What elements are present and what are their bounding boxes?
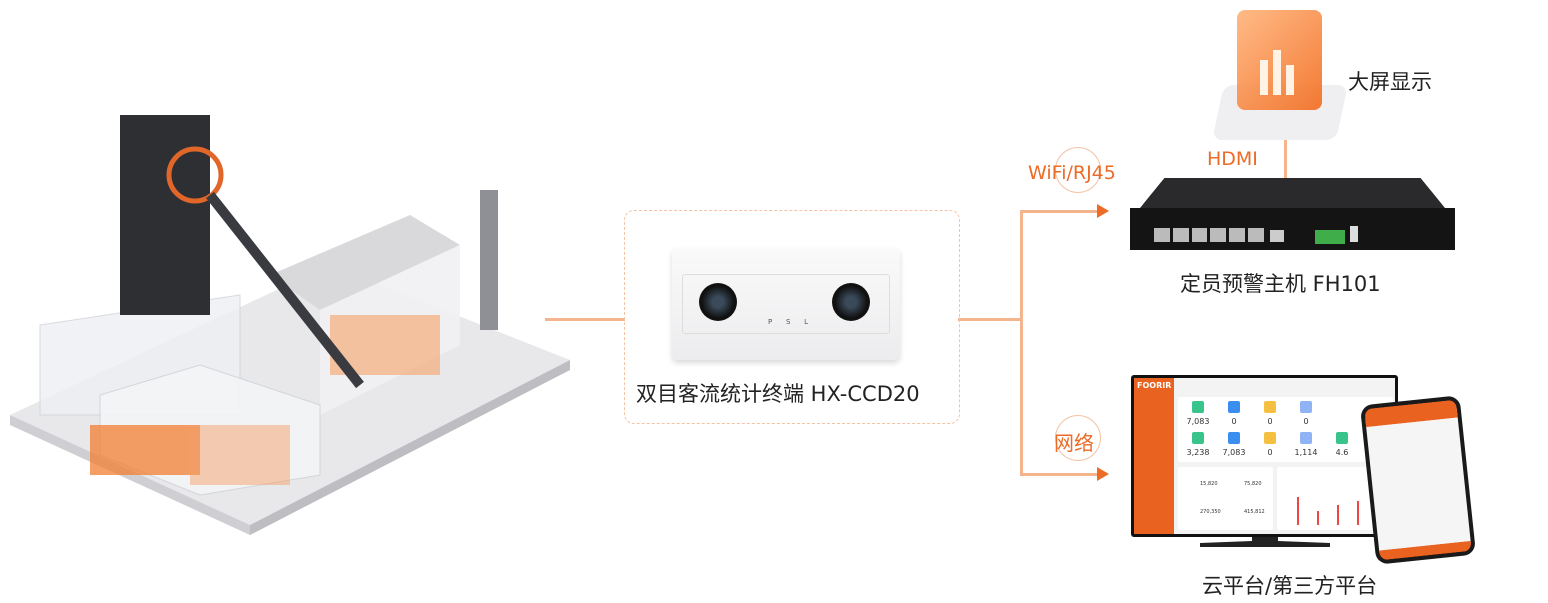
connector-vertical: [1020, 212, 1023, 474]
stat-value: 7,083: [1222, 448, 1246, 457]
globe-icon: [1055, 415, 1101, 461]
led-label: P: [768, 318, 773, 326]
binocular-camera-device: P S L: [672, 248, 900, 360]
camera-label: 双目客流统计终端 HX-CCD20: [636, 382, 920, 406]
mine-facility-illustration: [0, 95, 580, 535]
led-label: S: [785, 318, 791, 326]
panel-value: 75,820: [1244, 481, 1262, 487]
stat-value: 0: [1267, 417, 1273, 426]
network-label: 网络: [1054, 431, 1094, 455]
stat-value: 0: [1303, 417, 1309, 426]
connector-camera-split: [958, 318, 1022, 321]
wifi-rj45-label: WiFi/RJ45: [1028, 162, 1116, 184]
hdmi-label: HDMI: [1207, 148, 1258, 170]
brand-logo: FOORIR: [1137, 381, 1172, 390]
stat-value: 4.6: [1335, 448, 1349, 457]
led-label: L: [804, 318, 808, 326]
stat-value: 1,114: [1294, 448, 1318, 457]
large-screen-icon: [1212, 5, 1348, 145]
connector-hdmi: [1284, 140, 1287, 180]
connector-to-host: [1020, 210, 1100, 213]
panel-value: 415,812: [1244, 509, 1265, 515]
host-label: 定员预警主机 FH101: [1180, 272, 1381, 296]
mobile-phone: [1359, 395, 1477, 565]
cloud-platform-label: 云平台/第三方平台: [1202, 574, 1378, 598]
stat-value: 0: [1231, 417, 1237, 426]
stat-value: 0: [1267, 448, 1273, 457]
globe-icon: [1055, 147, 1101, 193]
monitor-stand: [1200, 537, 1330, 547]
connector-to-cloud: [1020, 473, 1100, 476]
stat-value: 3,238: [1186, 448, 1210, 457]
camera-lens-icon: [832, 283, 870, 321]
display-label: 大屏显示: [1348, 70, 1432, 94]
arrow-to-host-icon: [1097, 204, 1109, 218]
host-device: [1130, 178, 1455, 250]
panel-value: 270,350: [1200, 509, 1221, 515]
stat-value: 7,083: [1186, 417, 1210, 426]
camera-card: [624, 210, 960, 424]
camera-lens-icon: [699, 283, 737, 321]
dashboard-monitor: FOORIR 7,083 0 0 0 3,238 7,083 0 1,114 4…: [1131, 375, 1398, 537]
connector-factory-camera: [545, 318, 625, 321]
arrow-to-cloud-icon: [1097, 467, 1109, 481]
panel-value: 15,820: [1200, 481, 1218, 487]
